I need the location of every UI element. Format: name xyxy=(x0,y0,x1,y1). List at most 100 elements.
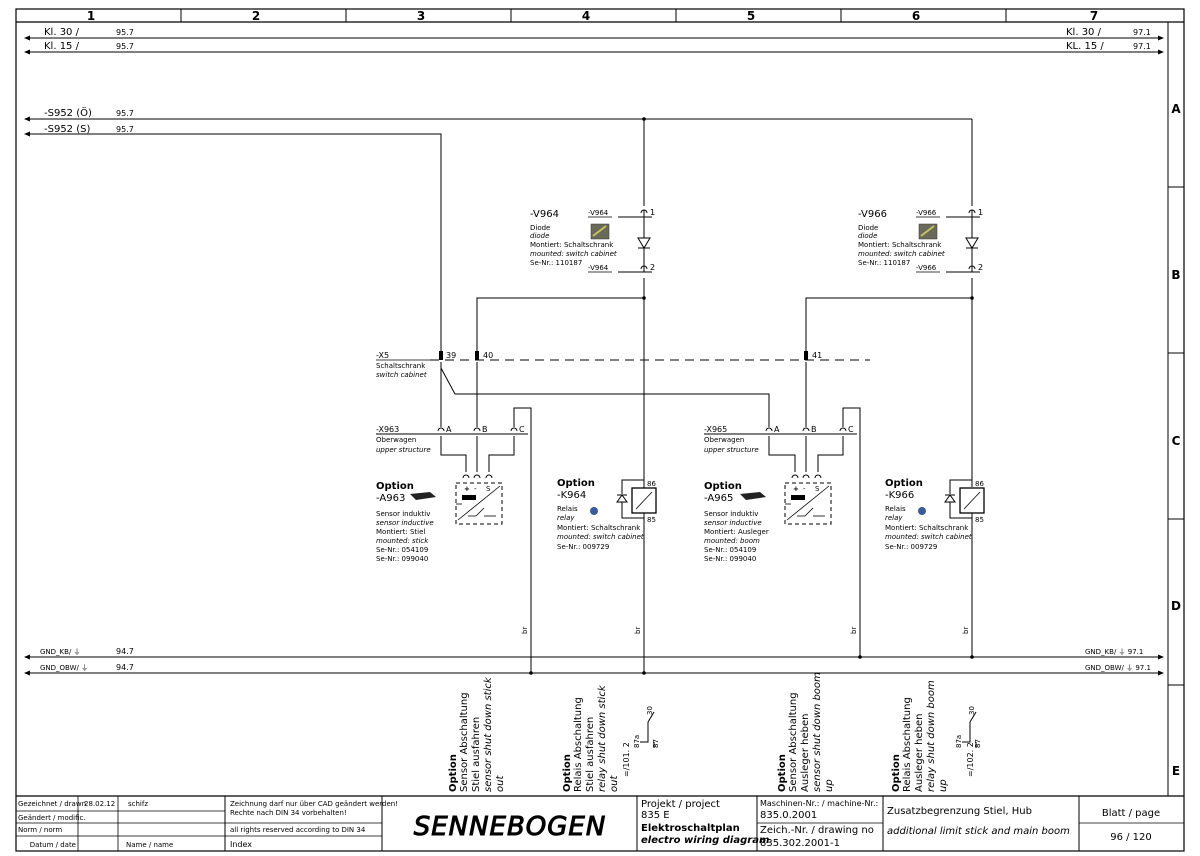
cad-note: Zeichnung darf nur über CAD geändert wer… xyxy=(230,800,398,808)
v964-pin1: 1 xyxy=(650,208,655,217)
s952o-label: -S952 (Ö) xyxy=(44,106,92,119)
a963-option: Option xyxy=(376,481,414,492)
a965-option: Option xyxy=(704,481,742,492)
gnd-kb-left-ref: 94.7 xyxy=(116,647,134,656)
rights-note: Rechte nach DIN 34 vorbehalten! xyxy=(230,809,347,817)
k964-option: Option xyxy=(557,478,595,489)
x963-pin-b: B xyxy=(482,425,488,434)
drawn-date: 28.02.12 xyxy=(84,800,115,808)
col3-option: Option xyxy=(777,754,788,792)
relay-photo-icon xyxy=(590,507,598,515)
svg-text:-: - xyxy=(474,485,477,493)
kl15-left-ref: 95.7 xyxy=(116,42,134,51)
relay-k964: Option -K964 Relais relay Montiert: Scha… xyxy=(557,478,657,551)
x5-desc: Schaltschrank xyxy=(376,362,426,370)
svg-text:S: S xyxy=(815,485,820,493)
col2-option: Option xyxy=(562,754,573,792)
wire-color: br xyxy=(850,627,858,634)
v966-tag: -V966 xyxy=(858,209,887,220)
sheet-frame xyxy=(15,8,1185,852)
v966-desc: Diode xyxy=(858,224,878,232)
column-number: 7 xyxy=(1090,9,1098,23)
column-numbers: 1 2 3 4 5 6 7 xyxy=(87,9,1098,23)
x5-pin-40: 40 xyxy=(483,351,493,360)
wires xyxy=(440,117,974,675)
col2-line2: Stiel ausfahren xyxy=(585,717,596,792)
a963-partno-2: Se-Nr.: 099040 xyxy=(376,555,428,563)
connector-x963: -X963 Oberwagen upper structure A B C xyxy=(376,425,528,454)
row-letter: D xyxy=(1171,599,1181,613)
k966-partno: Se-Nr.: 009729 xyxy=(885,543,937,551)
s952o-ref: 95.7 xyxy=(116,109,134,118)
k966-pin-87a: 87a xyxy=(955,735,963,748)
wire-color-labels: br br br br xyxy=(521,627,970,634)
v966-desc-en: diode xyxy=(858,232,877,240)
contact-ref-k964: =/101. 2 30 87 87a xyxy=(622,706,660,777)
contact-ref-k966: =/102. 2 30 87 87a xyxy=(955,706,982,777)
col3-line1: Sensor Abschaltung xyxy=(788,692,799,792)
x5-tag: -X5 xyxy=(376,351,389,360)
x963-pin-a: A xyxy=(446,425,452,434)
k964-tag: -K964 xyxy=(557,490,586,501)
drawing-number: 835.302.2001-1 xyxy=(760,838,840,849)
svg-text:+: + xyxy=(793,485,799,493)
x963-desc-en: upper structure xyxy=(376,446,431,454)
name-label: Name / name xyxy=(126,841,173,849)
relay-photo-icon xyxy=(918,507,926,515)
v964-mounted-en: mounted: switch cabinet xyxy=(530,250,617,258)
col4-line1: Relais Abschaltung xyxy=(902,697,913,792)
col2-line3: relay shut down stick xyxy=(597,684,608,792)
v966-pin2: 2 xyxy=(978,263,983,272)
x963-tag: -X963 xyxy=(376,425,399,434)
date-label: Datum / date xyxy=(30,841,76,849)
k964-contact-ref: =/101. 2 xyxy=(622,742,631,777)
k966-mounted: Montiert: Schaltschrank xyxy=(885,524,969,532)
k966-a1: 86 xyxy=(975,480,984,488)
kl15-right-ref: 97.1 xyxy=(1133,42,1151,51)
x965-desc-en: upper structure xyxy=(704,446,759,454)
a965-tag: -A965 xyxy=(704,493,733,504)
norm-label: Norm / norm xyxy=(18,826,62,834)
k964-pin-30: 30 xyxy=(646,706,654,715)
sensor-photo-icon xyxy=(740,492,766,500)
col4-line3: relay shut down boom xyxy=(926,680,937,792)
x965-pin-c: C xyxy=(848,425,854,434)
kl30-right-label: Kl. 30 / xyxy=(1066,27,1102,38)
a963-tag: -A963 xyxy=(376,493,405,504)
plan-title-en: electro wiring diagram xyxy=(641,835,769,846)
description-de: Zusatzbegrenzung Stiel, Hub xyxy=(887,806,1032,817)
modified-label: Geändert / modific. xyxy=(18,814,86,822)
v966-pin-tag-bottom: -V966 xyxy=(916,264,937,272)
row-letter: C xyxy=(1172,434,1181,448)
rights-note-en: all rights reserved according to DIN 34 xyxy=(230,826,366,834)
v964-desc: Diode xyxy=(530,224,550,232)
a965-mounted: Montiert: Ausleger xyxy=(704,528,769,536)
k964-pin-87: 87 xyxy=(652,739,660,748)
k964-desc: Relais xyxy=(557,505,578,513)
gnd-obw-right-label: GND_OBW/ ⏚ 97.1 xyxy=(1085,664,1151,672)
svg-text:S: S xyxy=(486,485,491,493)
company-logo: SENNEBOGEN xyxy=(414,812,607,842)
machine-label: Maschinen-Nr.: / machine-Nr.: xyxy=(760,799,878,808)
s952s-wire xyxy=(26,133,442,352)
column-number: 6 xyxy=(912,9,920,23)
col1-line3: sensor shut down stick xyxy=(483,676,494,792)
v964-mounted: Montiert: Schaltschrank xyxy=(530,241,614,249)
column-number: 3 xyxy=(417,9,425,23)
k964-mounted-en: mounted: switch cabinet xyxy=(557,533,644,541)
v964-pin-tag-top: -V964 xyxy=(588,209,609,217)
s952s-ref: 95.7 xyxy=(116,125,134,134)
kl30-left-label: Kl. 30 / xyxy=(44,27,80,38)
kl15-left-label: Kl. 15 / xyxy=(44,41,80,52)
description-en: additional limit stick and main boom xyxy=(887,826,1070,837)
sensor-a963: Option -A963 Sensor induktiv sensor indu… xyxy=(376,474,503,563)
k966-pin-87: 87 xyxy=(974,739,982,748)
column-number: 5 xyxy=(747,9,755,23)
x5-desc-en: switch cabinet xyxy=(376,371,427,379)
a965-desc-en: sensor inductive xyxy=(704,519,762,527)
col1-line4: out xyxy=(495,775,506,792)
k966-option: Option xyxy=(885,478,923,489)
col4-line2: Ausleger heben xyxy=(914,714,925,792)
k964-a2: 85 xyxy=(647,516,656,524)
